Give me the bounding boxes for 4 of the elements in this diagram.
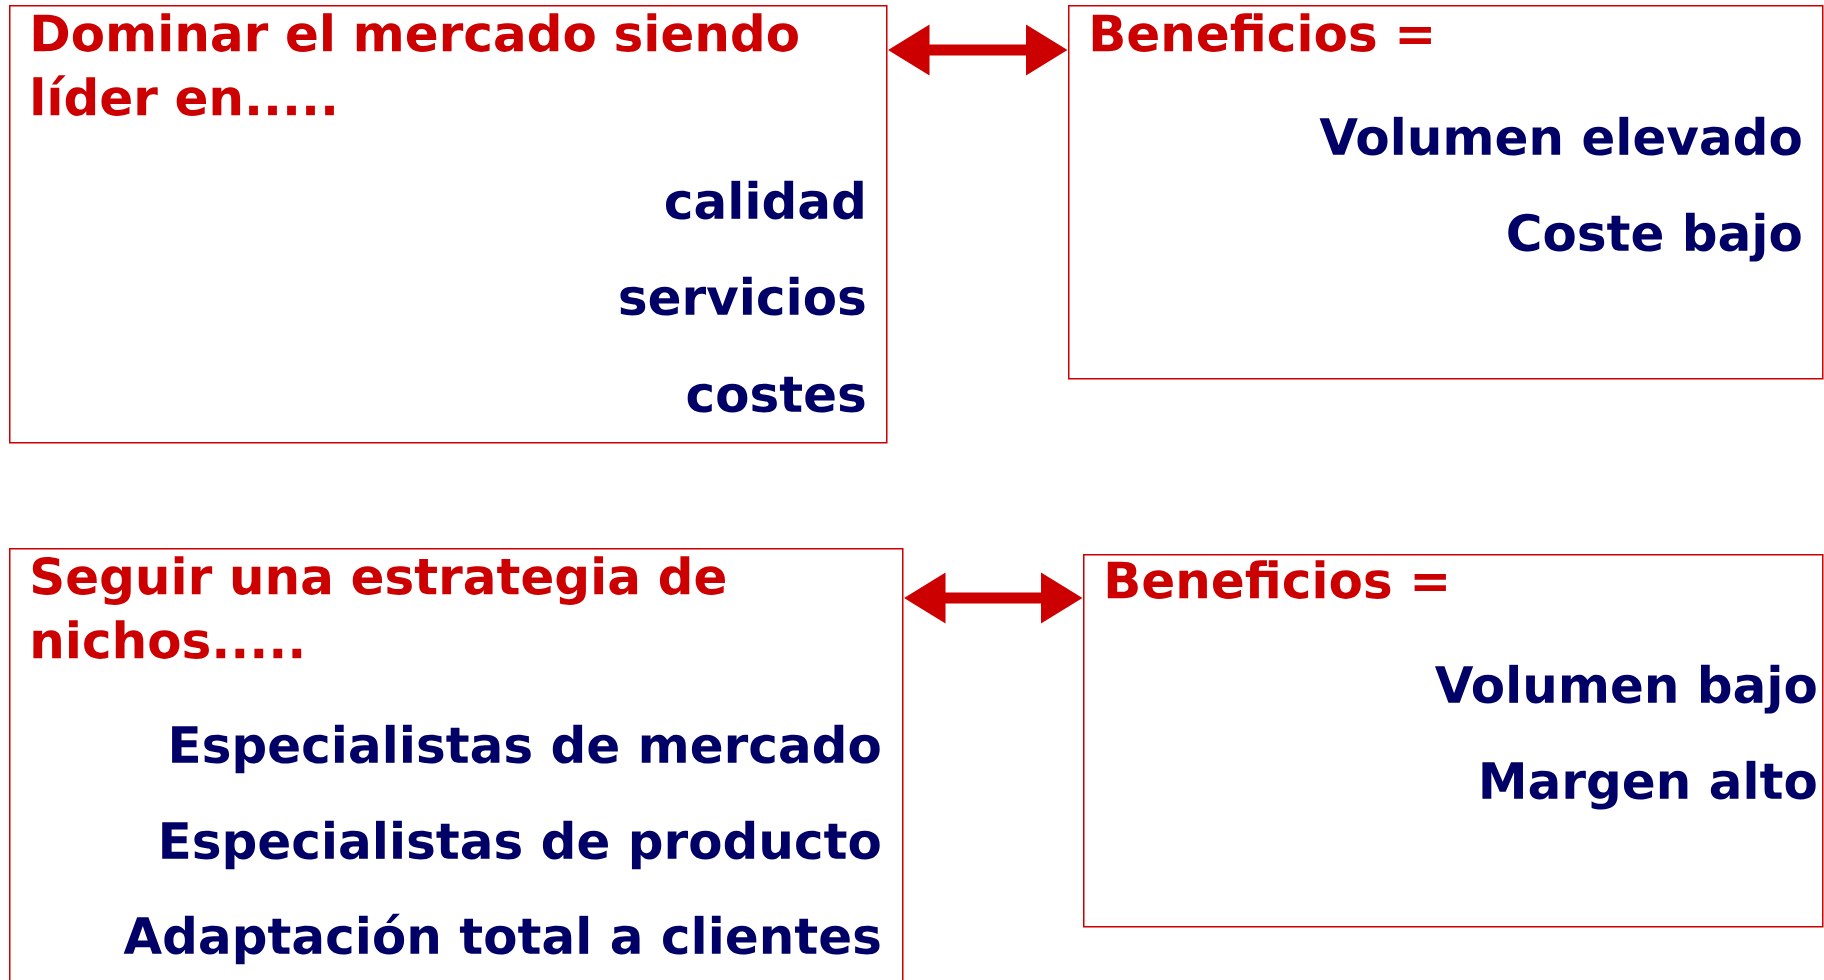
text-box: Beneficios = Volumen bajo Margen alto [1083,554,1824,928]
text-box: Beneficios = Volumen elevado Coste bajo [1068,5,1824,380]
text-box: Seguir una estrategia de nichos..... Especialistas de mercado Especialistas de producto Adaptación total a clientes [9,548,904,980]
text-box: Dominar el mercado siendo líder en..... calidad servicios costes [9,5,888,444]
